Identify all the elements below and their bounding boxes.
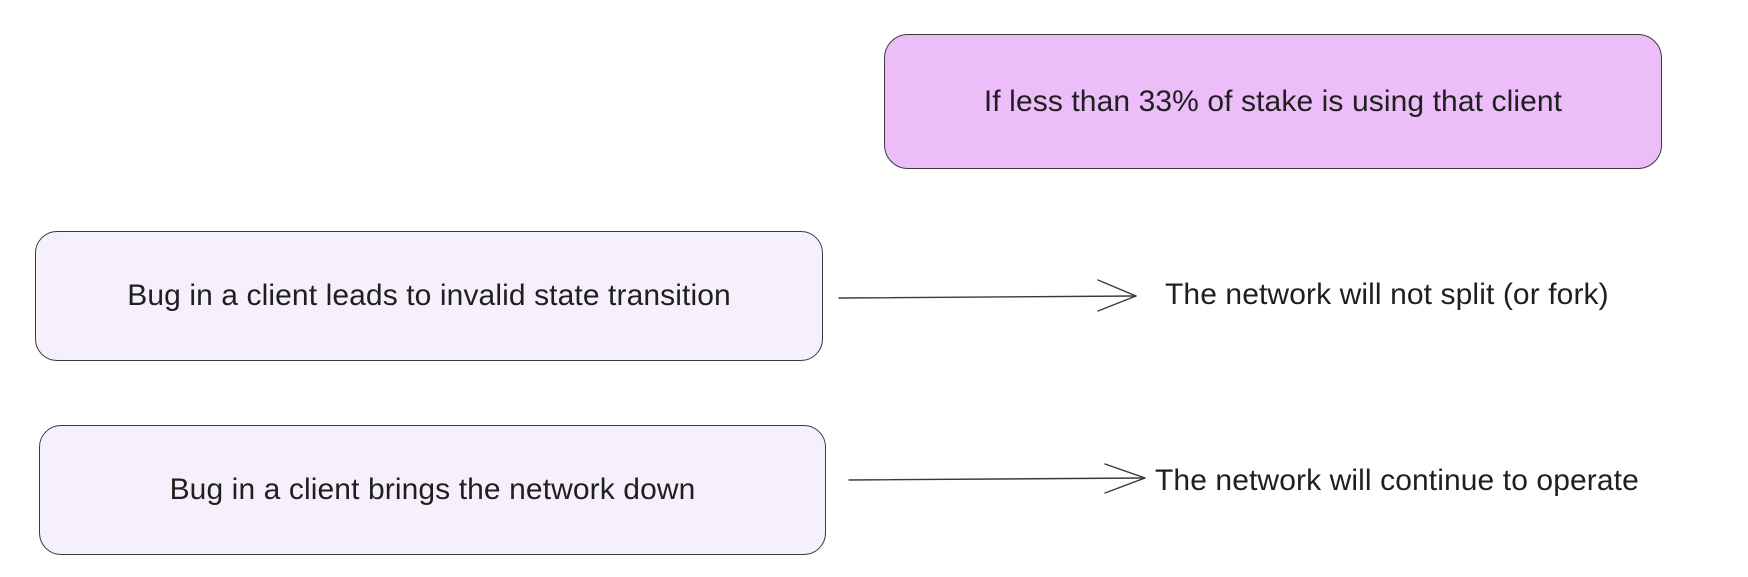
- condition-label: If less than 33% of stake is using that …: [983, 84, 1563, 118]
- arrow-network-down-to-continue: [848, 463, 1146, 494]
- cause-node-network-down: Bug in a client brings the network down: [39, 425, 826, 555]
- cause-label-network-down: Bug in a client brings the network down: [169, 473, 696, 506]
- cause-node-invalid-state: Bug in a client leads to invalid state t…: [35, 231, 823, 361]
- outcome-no-split: The network will not split (or fork): [1165, 278, 1609, 311]
- arrow-invalid-state-to-no-split: [838, 279, 1137, 312]
- outcome-continue-operating: The network will continue to operate: [1155, 464, 1639, 497]
- condition-node: If less than 33% of stake is using that …: [884, 34, 1662, 169]
- cause-label-invalid-state: Bug in a client leads to invalid state t…: [127, 279, 731, 312]
